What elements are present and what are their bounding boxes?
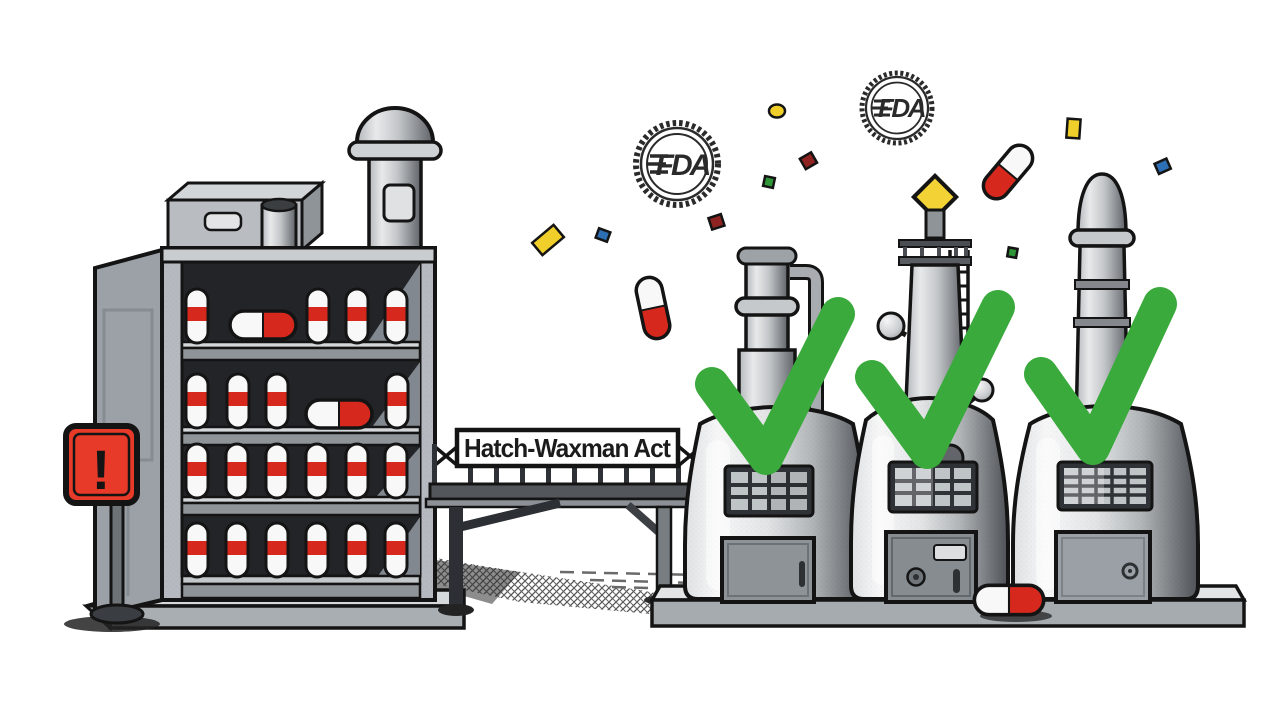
loose-pills — [634, 140, 1052, 622]
checkmark-2 — [855, 290, 1015, 469]
checkmark-1 — [695, 297, 855, 475]
confetti-green-1 — [761, 174, 777, 190]
bridge-left-leg — [449, 507, 463, 608]
bridge-sign: Hatch-Waxman Act — [454, 427, 681, 469]
platform-pill — [974, 585, 1043, 614]
tank3-grate — [1056, 460, 1154, 512]
tank1-grate — [723, 464, 815, 518]
cabinet-chimney — [347, 94, 443, 254]
bridge-deck — [428, 482, 712, 501]
tank2-crown — [898, 239, 972, 266]
tank2-door-display — [933, 544, 967, 561]
vent-slot — [203, 211, 243, 232]
shelf-boards — [180, 340, 422, 600]
sign-post — [109, 500, 125, 616]
tank2-door — [884, 530, 978, 604]
cabinet-base-front — [108, 604, 466, 630]
tank2-yellow-diamond — [910, 172, 960, 222]
confetti-yellow-2 — [1064, 117, 1082, 140]
bridge-sign-label: Hatch-Waxman Act — [464, 433, 671, 463]
warning-sign: ! — [63, 423, 160, 632]
fda-seal-1: FDA — [633, 120, 721, 208]
confetti — [530, 103, 1173, 260]
confetti-yellow-1 — [530, 223, 566, 257]
fda-seal-1-label: FDA — [656, 149, 710, 182]
tank2-grate — [887, 460, 979, 514]
approval-checkmarks — [695, 287, 1177, 475]
tank3-chimney-dome — [1076, 172, 1128, 236]
vent-box — [163, 179, 327, 254]
floating-pill-left — [634, 275, 672, 341]
cabinet-roof-structures — [163, 94, 443, 254]
fda-seal-2-label: FDA — [878, 93, 925, 123]
confetti-red-2 — [798, 150, 819, 171]
tank2-gauge-sphere — [876, 311, 906, 341]
confetti-blue-1 — [594, 226, 612, 244]
generic-plant-tank-1 — [683, 246, 870, 604]
checkmark-3 — [1024, 287, 1177, 465]
confetti-blue-2 — [1152, 156, 1173, 176]
hatch-waxman-bridge: Hatch-Waxman Act — [424, 427, 716, 616]
tank3-door — [1054, 530, 1152, 604]
chimney-window — [382, 183, 416, 223]
floating-pill-right — [978, 140, 1038, 204]
warning-exclamation: ! — [92, 438, 111, 501]
confetti-green-2 — [1005, 245, 1020, 260]
tank1-door — [720, 536, 816, 604]
fda-seal-2: FDA — [859, 70, 935, 146]
bridge-balusters — [468, 466, 681, 486]
confetti-red-1 — [706, 212, 727, 232]
brand-drug-cabinet — [82, 246, 466, 632]
confetti-yellow-oval — [767, 103, 787, 119]
chimney-dome — [355, 106, 435, 150]
small-stack — [260, 197, 298, 252]
tank3-door-handle — [1121, 562, 1139, 580]
